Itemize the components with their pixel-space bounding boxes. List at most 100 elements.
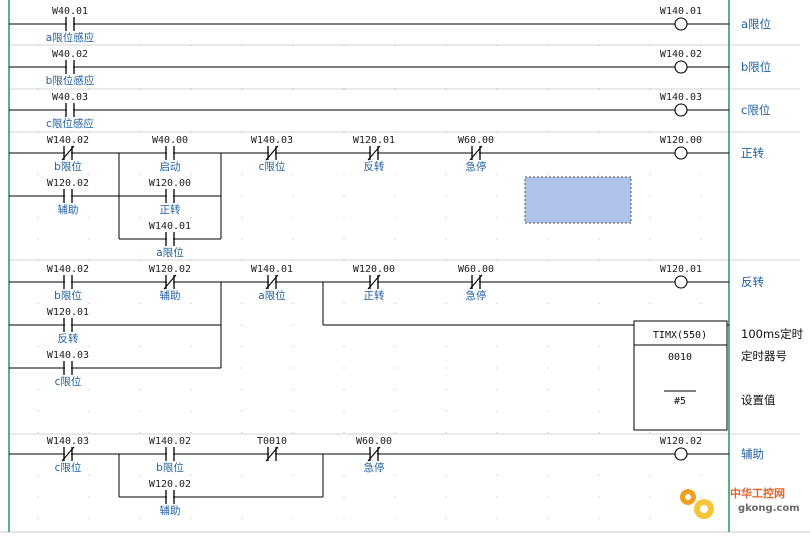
grid-dot — [88, 517, 90, 520]
timer-number: 0010 — [668, 352, 692, 363]
grid-dot — [394, 431, 396, 434]
timer-side-label-0: 100ms定时 — [741, 327, 804, 341]
grid-dot — [394, 345, 396, 348]
coil-address: W140.01 — [660, 6, 702, 17]
grid-dot — [241, 87, 243, 90]
grid-dot — [88, 238, 90, 240]
grid-dot — [700, 474, 702, 477]
grid-dot — [241, 173, 243, 176]
coil-address: W140.02 — [660, 49, 702, 60]
contact-T0010[interactable]: T0010 — [257, 436, 287, 462]
grid-dot — [598, 259, 600, 262]
grid-dot — [139, 44, 141, 47]
grid-dot — [37, 216, 39, 219]
grid-dot — [292, 431, 294, 434]
coil-address: W120.00 — [660, 135, 702, 146]
coil-comment: c限位 — [741, 103, 770, 117]
grid-dot — [547, 130, 549, 133]
grid-dot — [445, 87, 447, 90]
grid-dot — [496, 130, 498, 133]
grid-dot — [649, 238, 651, 240]
grid-dot — [241, 517, 243, 520]
selection-rectangle[interactable] — [524, 176, 632, 224]
rungs: W40.01a限位感应W140.01a限位W40.02b限位感应W140.02b… — [9, 6, 771, 517]
grid-dot — [37, 173, 39, 176]
grid-dot — [598, 474, 600, 477]
timer-box[interactable] — [633, 320, 728, 431]
grid-dot — [547, 431, 549, 434]
grid-dot — [343, 474, 345, 477]
gear-icon — [680, 489, 714, 519]
grid-dot — [88, 173, 90, 176]
grid-dot — [445, 410, 447, 412]
grid-dot — [292, 517, 294, 520]
grid-dot — [496, 496, 498, 498]
grid-dot — [190, 216, 192, 219]
grid-dot — [700, 173, 702, 176]
grid-dot — [496, 302, 498, 305]
grid-dot — [547, 259, 549, 262]
grid-dot — [37, 259, 39, 262]
coil-comment: 正转 — [741, 146, 764, 160]
contact-address: W120.00 — [353, 264, 395, 275]
coil-W120-00[interactable]: W120.00 正转 — [660, 135, 765, 160]
grid-dot — [496, 431, 498, 434]
grid-dot — [700, 302, 702, 305]
contact-comment: 辅助 — [58, 203, 79, 216]
grid-dot — [241, 238, 243, 240]
grid-dot — [649, 195, 651, 197]
grid-dot — [649, 130, 651, 133]
grid-dot — [343, 259, 345, 262]
grid-dot — [292, 195, 294, 197]
contact-comment: b限位 — [156, 461, 184, 474]
grid-dot — [394, 173, 396, 176]
grid-dot — [445, 195, 447, 197]
grid-dot — [292, 474, 294, 477]
grid-dot — [292, 324, 294, 326]
grid-dot — [139, 474, 141, 477]
grid-dot — [700, 87, 702, 90]
grid-dot — [88, 431, 90, 434]
grid-dot — [37, 388, 39, 391]
grid-dot — [394, 410, 396, 412]
contact-comment: b限位 — [54, 289, 82, 302]
grid-dot — [343, 517, 345, 520]
grid-dot — [649, 87, 651, 90]
grid-dot — [547, 238, 549, 240]
grid-dot — [598, 173, 600, 176]
grid-dot — [598, 238, 600, 240]
grid-dot — [190, 388, 192, 391]
contact-address: W40.01 — [52, 6, 88, 17]
grid-dot — [649, 431, 651, 434]
